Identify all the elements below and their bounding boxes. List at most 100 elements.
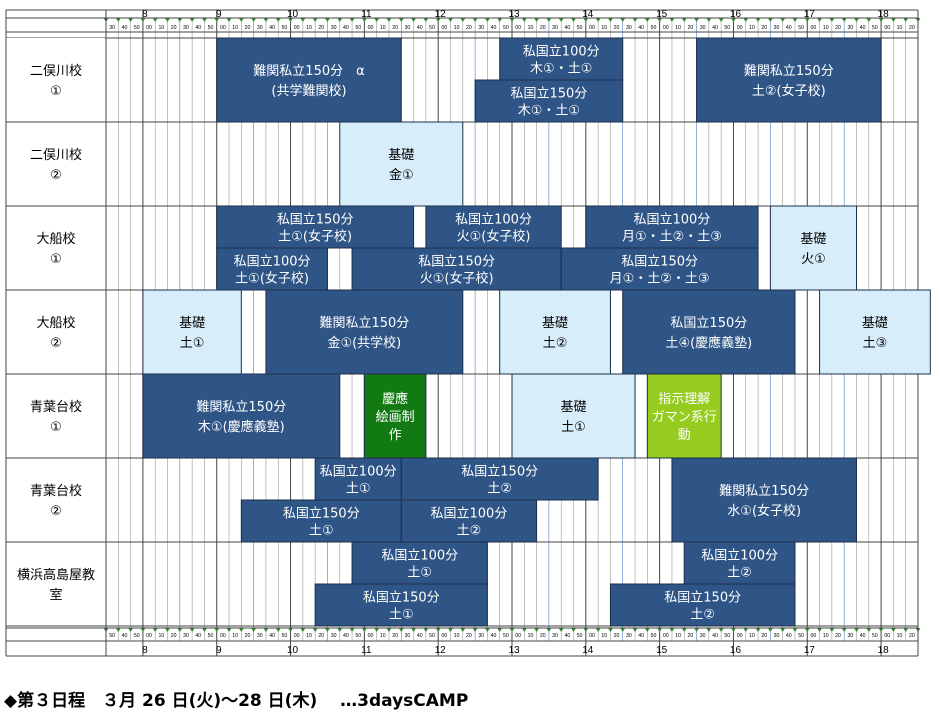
session-label: 指示理解 (658, 392, 710, 407)
minute-label-top: 30 (552, 25, 558, 31)
minute-label-top: 50 (134, 25, 140, 31)
tick-mark (755, 18, 761, 22)
minute-label-top: 40 (638, 25, 644, 31)
minute-label-bottom: 20 (614, 633, 620, 639)
minute-label-top: 10 (601, 25, 607, 31)
row-name: 青葉台校 (30, 483, 82, 499)
hour-label-top: 15 (656, 9, 668, 20)
tick-mark (607, 628, 613, 632)
minute-label-top: 20 (540, 25, 546, 31)
session-label: 私国立150分 (664, 591, 741, 606)
row-name: 大船校 (36, 315, 75, 331)
tick-mark (214, 628, 220, 632)
session-label: 火①(女子校) (457, 229, 531, 245)
minute-label-top: 10 (380, 25, 386, 31)
minute-label-bottom: 50 (724, 633, 730, 639)
minute-label-bottom: 00 (220, 633, 226, 639)
tick-mark (657, 18, 663, 22)
tick-mark (780, 18, 786, 22)
session-label: 私国立150分 (510, 87, 587, 102)
tick-mark (324, 628, 330, 632)
minute-label-bottom: 10 (601, 633, 607, 639)
tick-mark (706, 18, 712, 22)
minute-label-bottom: 40 (269, 633, 275, 639)
tick-mark (534, 628, 540, 632)
tick-mark (460, 18, 466, 22)
session-label: 私国立100分 (320, 465, 397, 480)
minute-label-top: 20 (466, 25, 472, 31)
session-label: 基礎 (800, 232, 826, 247)
minute-label-top: 30 (700, 25, 706, 31)
tick-mark (214, 18, 220, 22)
minute-label-bottom: 50 (355, 633, 361, 639)
minute-label-bottom: 50 (651, 633, 657, 639)
minute-label-top: 40 (491, 25, 497, 31)
session-label: 基礎 (561, 400, 587, 415)
minute-label-bottom: 10 (749, 633, 755, 639)
session-block (683, 541, 796, 585)
session-label: 基礎 (179, 316, 205, 331)
minute-label-bottom: 30 (183, 633, 189, 639)
tick-mark (620, 628, 626, 632)
tick-mark (374, 628, 380, 632)
minute-label-top: 20 (761, 25, 767, 31)
minute-label-bottom: 30 (331, 633, 337, 639)
tick-mark (423, 628, 429, 632)
tick-mark (558, 18, 564, 22)
session-block (511, 373, 636, 459)
minute-label-bottom: 40 (564, 633, 570, 639)
session-label: 土①(女子校) (278, 229, 352, 245)
hour-label-bottom: 12 (435, 645, 447, 656)
minute-label-top: 00 (368, 25, 374, 31)
tick-mark (730, 18, 736, 22)
session-block (696, 37, 882, 123)
tick-mark (743, 18, 749, 22)
minute-label-bottom: 00 (515, 633, 521, 639)
tick-mark (312, 18, 318, 22)
hour-label-bottom: 9 (216, 645, 222, 656)
minute-label-bottom: 30 (847, 633, 853, 639)
tick-mark (435, 628, 441, 632)
tick-mark (177, 18, 183, 22)
minute-label-bottom: 50 (503, 633, 509, 639)
tick-mark (706, 628, 712, 632)
minute-label-top: 00 (884, 25, 890, 31)
tick-mark (447, 628, 453, 632)
session-block (499, 289, 611, 375)
row-name-column (6, 38, 106, 626)
session-block (425, 205, 562, 249)
tick-mark (878, 18, 884, 22)
minute-label-bottom: 20 (245, 633, 251, 639)
minute-label-top: 30 (257, 25, 263, 31)
session-label: 難関私立150分 (719, 484, 809, 499)
tick-mark (521, 628, 527, 632)
minute-label-top: 30 (183, 25, 189, 31)
tick-mark (374, 18, 380, 22)
minute-label-top: 10 (528, 25, 534, 31)
session-label: 私国立150分 (670, 316, 747, 331)
session-label: 基礎 (542, 316, 568, 331)
minute-label-top: 40 (269, 25, 275, 31)
minute-label-top: 20 (171, 25, 177, 31)
tick-mark (571, 628, 577, 632)
session-block (142, 289, 242, 375)
session-label: 土② (690, 608, 715, 623)
session-label: 私国立150分 (621, 255, 698, 270)
session-label: 土③ (863, 336, 888, 351)
tick-mark (804, 18, 810, 22)
tick-mark (694, 628, 700, 632)
session-label: 月①・土②・土③ (622, 230, 722, 245)
session-block (400, 457, 599, 501)
session-label: 私国立100分 (234, 255, 311, 270)
tick-mark (337, 18, 343, 22)
tick-mark (657, 628, 663, 632)
minute-label-bottom: 50 (282, 633, 288, 639)
session-block (609, 583, 796, 627)
tick-mark (841, 18, 847, 22)
minute-label-bottom: 10 (232, 633, 238, 639)
minute-label-bottom: 40 (860, 633, 866, 639)
minute-label-bottom: 10 (306, 633, 312, 639)
hour-label-bottom: 13 (508, 645, 520, 656)
tick-mark (792, 628, 798, 632)
minute-label-top: 30 (626, 25, 632, 31)
